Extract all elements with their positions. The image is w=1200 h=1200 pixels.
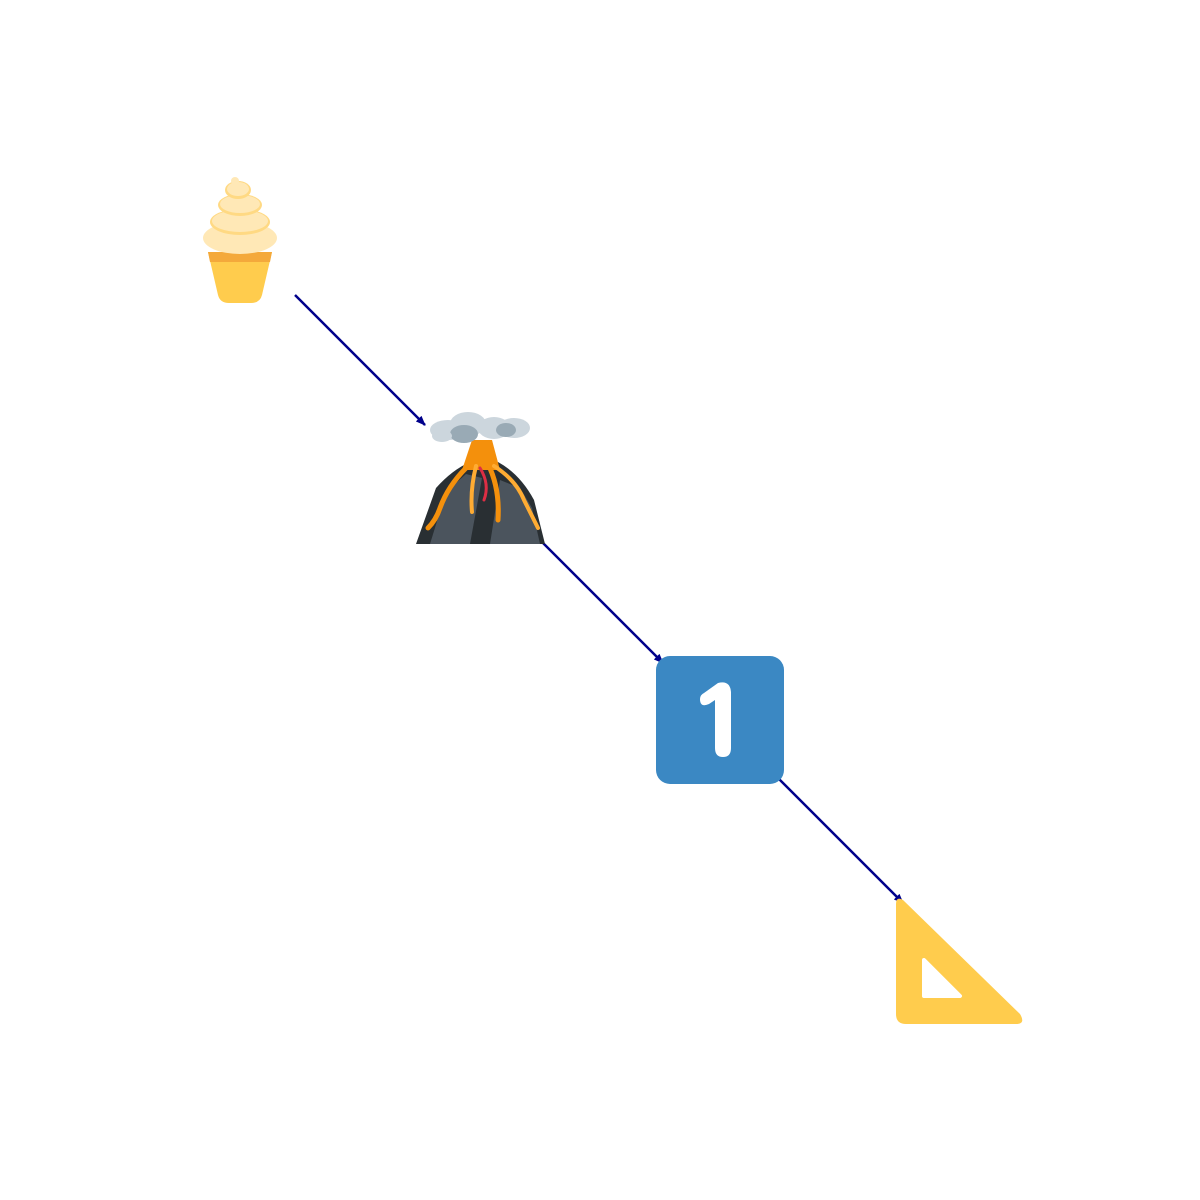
volcano-icon [416,412,545,544]
soft-ice-cream-icon [203,177,277,303]
keycap-digit-one-icon: 1 [656,656,784,784]
arrow-volcano-to-keycap [534,534,664,664]
arrow-ice-cream-to-volcano [294,294,426,426]
triangular-ruler-icon [896,898,1023,1024]
arrow-keycap-to-ruler [774,774,904,904]
